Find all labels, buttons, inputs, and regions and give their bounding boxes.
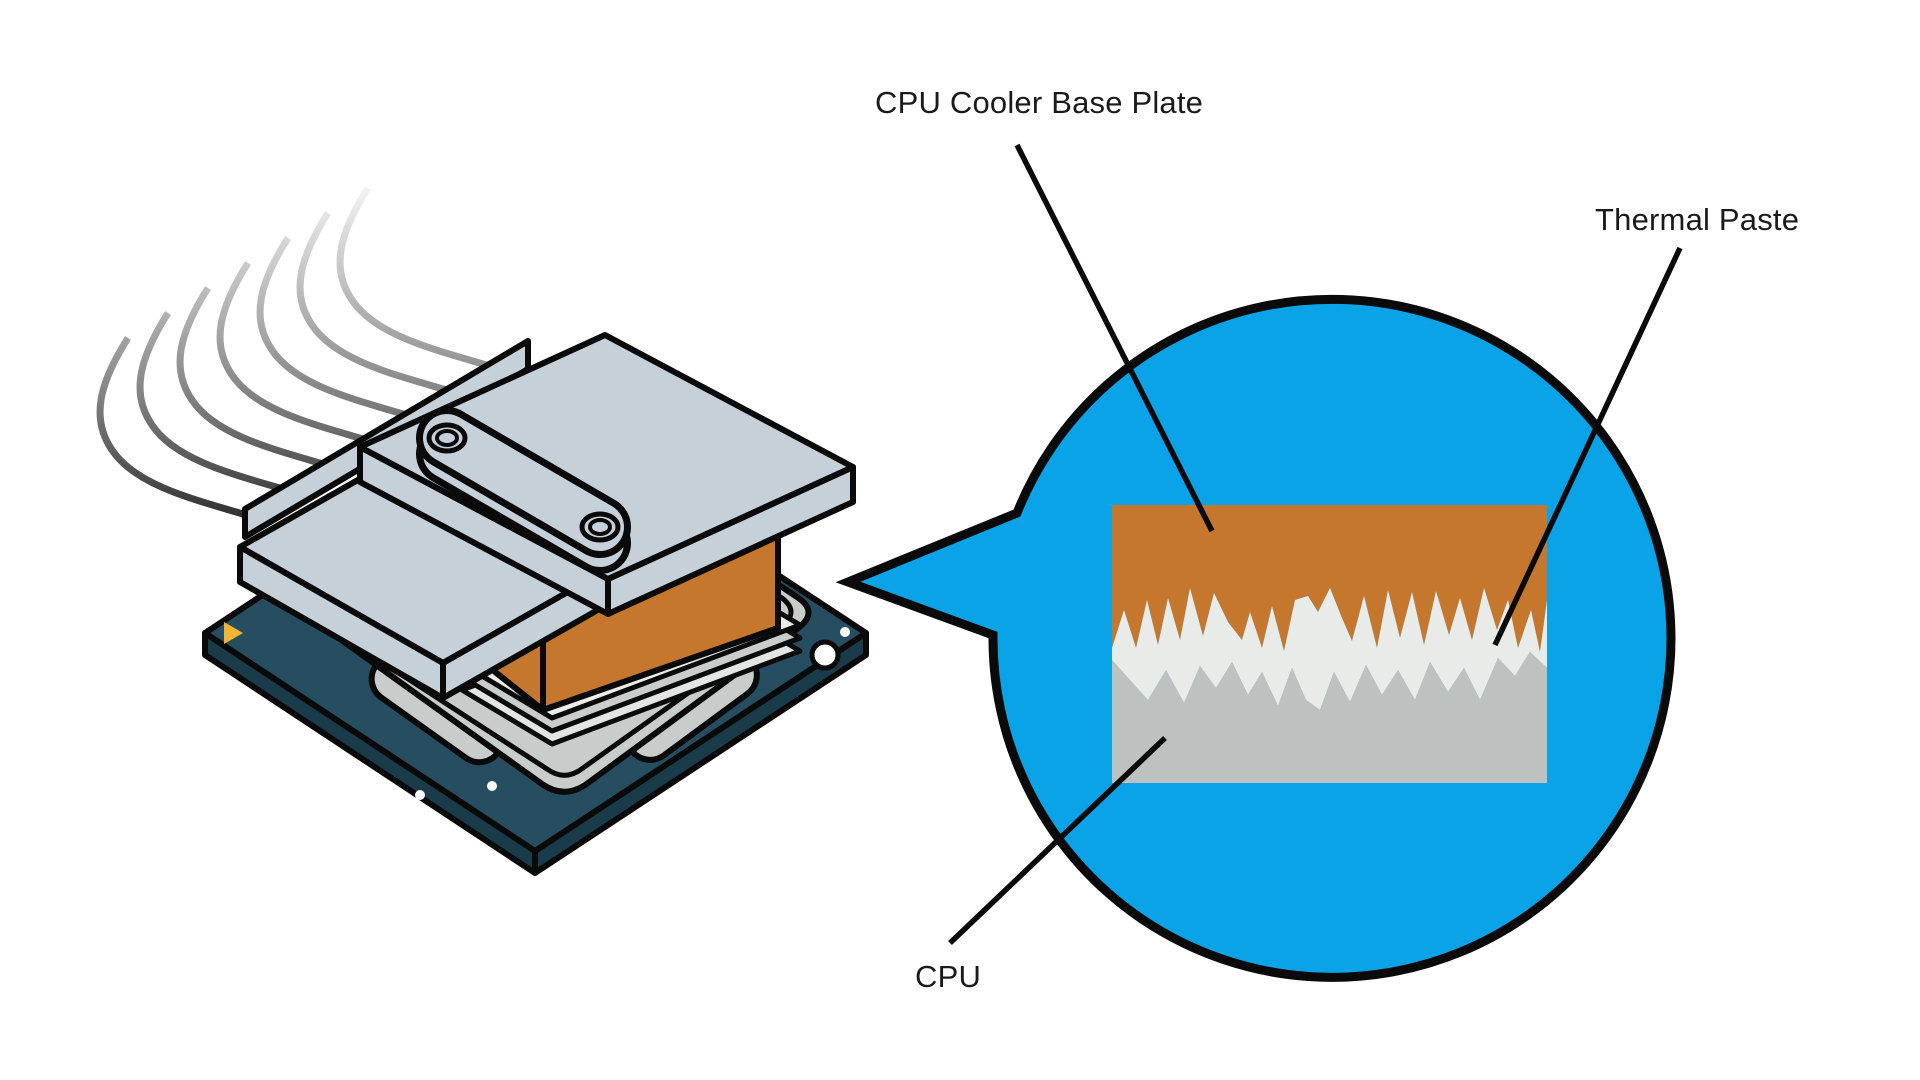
leader-line-thermal-paste [1492,246,1683,647]
heatpipe [256,236,411,420]
pin1-triangle-marker [224,622,243,644]
heatpipe [336,186,491,370]
heatpipe [136,311,291,495]
screw-hole-inner [588,518,612,536]
screw-hole-outer [579,511,621,543]
board-hole [840,627,850,637]
magnified-cross-section [1112,505,1547,783]
screw-hole-inner [435,429,459,447]
cooler-mounting-bar [416,407,631,574]
board-hole [487,781,497,791]
board-notch [809,639,841,671]
heatpipe [296,211,451,395]
label-cpu-cooler-base-plate: CPU Cooler Base Plate [875,85,1204,120]
heatsink-upper-slab [357,332,856,617]
magnified-cooler-base-plate [1112,505,1547,652]
label-cpu: CPU [915,959,982,994]
leader-line-cooler-base-plate [1014,143,1215,533]
leader-line-cpu [948,736,1167,945]
screw-hole-outer [426,422,468,454]
heatpipes [96,186,491,520]
magnified-thermal-paste [1112,588,1547,710]
heatpipe [176,286,331,470]
magnifier-callout [835,294,1676,982]
heatpipe [96,336,251,520]
heatpipe [216,261,371,445]
board-hole [415,790,425,800]
magnified-cpu [1112,652,1547,783]
label-thermal-paste: Thermal Paste [1595,202,1800,237]
mounting-bar-top [423,414,624,551]
